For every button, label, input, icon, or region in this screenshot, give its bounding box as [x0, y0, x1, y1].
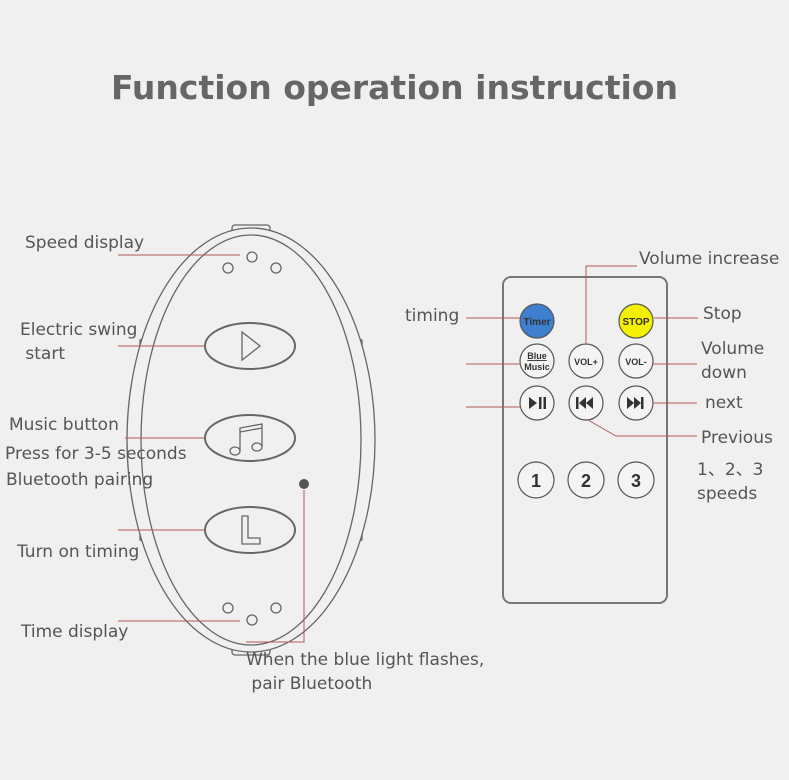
- next-icon: [627, 397, 644, 409]
- timing-button: [204, 506, 296, 554]
- speed-2-label: 2: [581, 471, 591, 491]
- blue-music-button: [519, 343, 555, 379]
- previous-icon: [576, 397, 593, 409]
- blue-light-label: When the blue light flashes,: [246, 650, 485, 670]
- blue-label: Blue: [527, 351, 547, 361]
- stop-button: [618, 303, 654, 339]
- speed-3-button: [617, 461, 655, 499]
- speeds-numbers-label: 1、2、3: [697, 460, 764, 480]
- blue-light-indicator: [299, 479, 309, 489]
- page-title: Function operation instruction: [111, 68, 678, 107]
- electric-swing-start-label: start: [20, 344, 65, 364]
- speed-1-button: [517, 461, 555, 499]
- previous-label: Previous: [701, 428, 773, 448]
- play-button: [204, 322, 296, 370]
- speeds-label: speeds: [697, 484, 758, 504]
- speed-2-button: [567, 461, 605, 499]
- music-button-label: Music button: [9, 415, 119, 435]
- volume-label: Volume: [701, 339, 765, 359]
- speed-3-label: 3: [631, 471, 641, 491]
- device-outer-shell: [126, 227, 376, 653]
- timer-label: Timer: [523, 317, 550, 328]
- time-display-label: Time display: [21, 622, 129, 642]
- remote-body: [502, 276, 668, 604]
- vol-down-label: VOL-: [625, 357, 647, 367]
- bluetooth-pairing-label: Bluetooth pairing: [6, 470, 154, 490]
- pair-bluetooth-label: pair Bluetooth: [246, 674, 373, 694]
- speed-1-label: 1: [531, 471, 541, 491]
- next-label: next: [705, 393, 743, 413]
- play-icon: [241, 330, 262, 362]
- vol-down-button: [618, 343, 654, 379]
- stop-label: STOP: [622, 317, 649, 328]
- stop-text-label: Stop: [703, 304, 742, 324]
- music-note-icon: [239, 423, 263, 450]
- turn-on-timing-label: Turn on timing: [17, 542, 140, 562]
- timing-icon: [241, 515, 261, 545]
- play-pause-icon: [529, 397, 546, 409]
- leader-lines: [118, 254, 698, 643]
- electric-swing-label: Electric swing: [20, 320, 138, 340]
- vol-up-label: VOL+: [574, 357, 598, 367]
- music-button: [204, 414, 296, 462]
- timing-label: timing: [405, 306, 460, 326]
- timer-button: [519, 303, 555, 339]
- device-inner-shell: [140, 234, 362, 646]
- press-label: Press for 3-5 seconds: [5, 444, 187, 464]
- music-label: Music: [524, 362, 550, 372]
- speed-display-label: Speed display: [25, 233, 145, 253]
- down-label: down: [701, 363, 747, 383]
- volume-increase-label: Volume increase: [639, 249, 780, 269]
